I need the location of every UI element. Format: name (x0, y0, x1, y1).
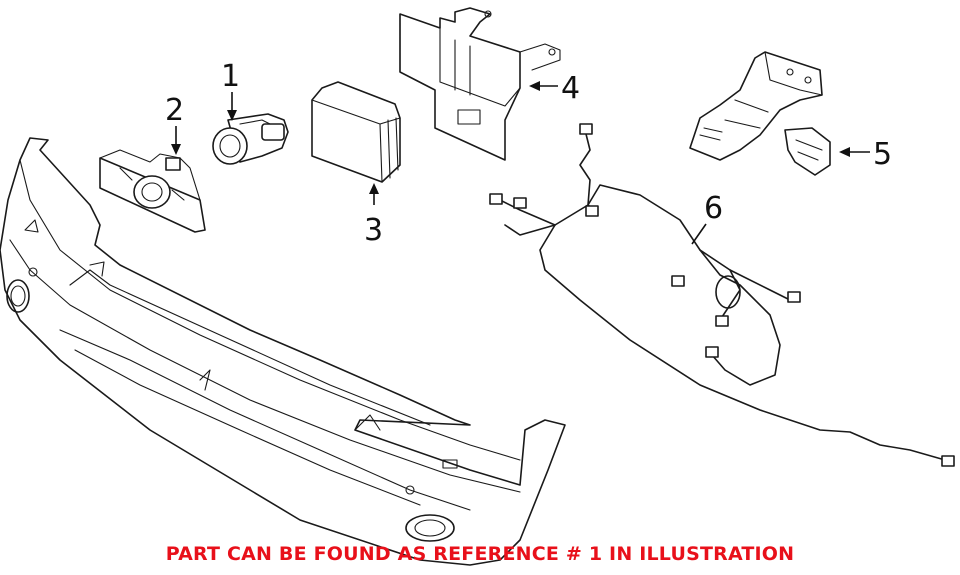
part-6-wiring-harness (489, 123, 955, 467)
callout-2: 2 (165, 93, 184, 128)
reference-caption: PART CAN BE FOUND AS REFERENCE # 1 IN IL… (165, 543, 795, 565)
callout-3: 3 (364, 213, 383, 248)
part-2-sensor-bracket (99, 149, 206, 233)
callout-1: 1 (221, 59, 240, 94)
callout-5: 5 (873, 137, 892, 172)
part-5-wiring-bracket (689, 51, 831, 176)
part-3-control-module (311, 81, 401, 183)
part-4-module-bracket (399, 7, 561, 161)
bumper-cover (0, 137, 566, 566)
callout-4: 4 (561, 71, 580, 106)
callout-6: 6 (704, 191, 723, 226)
part-1-parking-sensor (212, 113, 289, 165)
leader-lines (171, 81, 870, 245)
